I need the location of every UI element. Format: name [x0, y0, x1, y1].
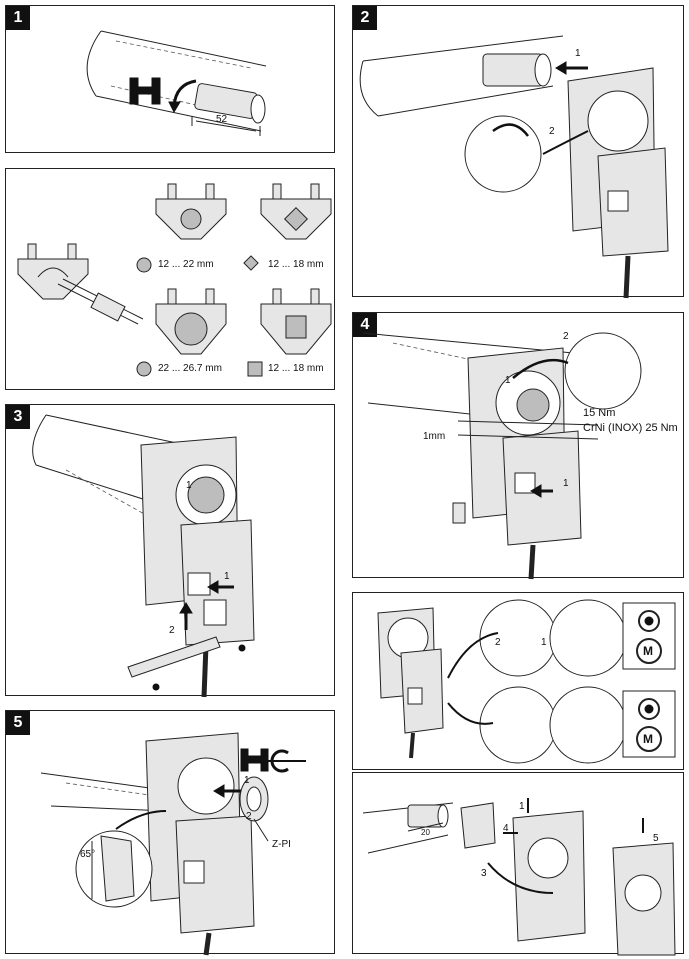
mounting-diagram — [32, 414, 255, 698]
callout-1b: 1 — [224, 571, 230, 582]
callout-1: 1 — [186, 480, 192, 491]
rotation-arrow-icon — [268, 749, 306, 773]
clamp-square-large — [260, 288, 332, 355]
angle-label: 65° — [80, 849, 96, 860]
step-number: 2 — [353, 6, 377, 30]
fitting-diagram — [359, 35, 669, 299]
gap-label: 1mm — [423, 431, 446, 442]
step-number: 1 — [6, 6, 30, 30]
clamp-icon — [240, 748, 269, 772]
gear-icon — [638, 698, 660, 720]
insert-diagram — [40, 732, 306, 956]
motor-symbol: M — [643, 644, 653, 658]
adapter-diagram — [362, 798, 676, 956]
gear-icon — [638, 610, 660, 632]
step-number: 5 — [6, 711, 30, 735]
torque-inox-label: CrNi (INOX) 25 Nm — [583, 422, 678, 434]
panel-step-4: 4 1mm 15 Nm CrNi (INOX) 25 Nm 1 2 1 — [352, 312, 684, 580]
callout-5: 5 — [653, 833, 659, 844]
clamp-round-large — [155, 288, 227, 355]
dimension-label: 20 — [421, 828, 430, 837]
panel-step-1: 1 52 — [5, 5, 335, 153]
motor-icon — [636, 726, 662, 752]
size-round-small: 12 ... 22 mm — [158, 259, 214, 270]
panel-adapter: 20 1 3 4 5 — [352, 772, 684, 956]
override-diagram — [377, 599, 676, 764]
panel-step-3: 3 1 1 2 — [5, 404, 335, 698]
callout-3: 3 — [481, 868, 487, 879]
tightening-diagram — [362, 332, 642, 580]
size-square-large: 12 ... 18 mm — [268, 363, 324, 374]
clamp-square-small — [260, 183, 332, 240]
size-square-small: 12 ... 18 mm — [268, 259, 324, 270]
callout-4: 4 — [503, 823, 509, 834]
insert-label: Z-PI — [272, 839, 291, 850]
clamp-icon — [129, 77, 161, 105]
callout-1: 1 — [541, 637, 547, 648]
callout-1: 1 — [505, 375, 511, 386]
callout-1: 1 — [575, 48, 581, 59]
callout-1: 1 — [519, 801, 525, 812]
motor-symbol-b: M — [643, 732, 653, 746]
callout-2: 2 — [563, 331, 569, 342]
callout-2: 2 — [495, 637, 501, 648]
callout-2: 2 — [169, 625, 175, 636]
clamp-diagram — [17, 183, 332, 377]
dimension-label: 52 — [216, 114, 228, 125]
panel-step-5: 5 65° Z-PI 1 2 — [5, 710, 335, 956]
callout-1: 1 — [244, 775, 250, 786]
callout-2: 2 — [246, 811, 252, 822]
panel-override: M M 2 1 — [352, 592, 684, 770]
callout-1b: 1 — [563, 478, 569, 489]
motor-icon — [636, 638, 662, 664]
torque-label: 15 Nm — [583, 407, 616, 419]
panel-step-2: 2 1 2 — [352, 5, 684, 299]
shaft-diagram — [86, 30, 267, 136]
clamp-round-small — [155, 183, 227, 240]
panel-clamp-sizes: 12 ... 22 mm 12 ... 18 mm 22 ... 26.7 mm… — [5, 168, 335, 390]
callout-2: 2 — [549, 126, 555, 137]
size-round-large: 22 ... 26.7 mm — [158, 363, 222, 374]
step-number: 3 — [6, 405, 30, 429]
